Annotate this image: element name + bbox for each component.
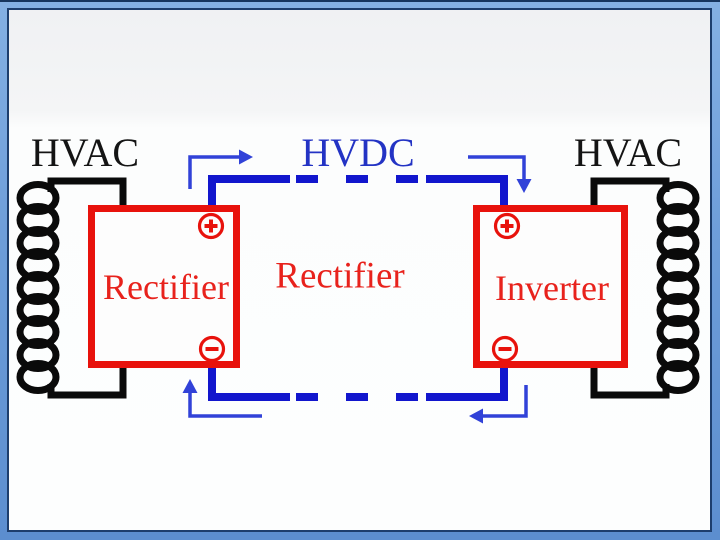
coil-loop (656, 181, 700, 215)
hvdc-label: HVDC (301, 130, 415, 175)
coil-loop (656, 226, 700, 260)
coil-loop (656, 293, 700, 327)
right-transformer-coil-icon (590, 177, 700, 399)
negative-terminal-icon (491, 335, 519, 363)
coil-loop (656, 271, 700, 305)
coil-loop (16, 203, 60, 237)
center-link-label: Rectifier (275, 255, 405, 297)
coil-loop (16, 338, 60, 372)
positive-terminal-icon (493, 212, 521, 240)
coil-loop (16, 315, 60, 349)
left-transformer-coil-icon (16, 177, 127, 399)
positive-terminal-icon (197, 212, 225, 240)
coil-loop (656, 315, 700, 349)
arrowhead-up (182, 379, 198, 393)
hvdc-line-top (208, 175, 508, 207)
coil-loop (656, 248, 700, 282)
coil-loop (656, 203, 700, 237)
coil-loop (16, 293, 60, 327)
negative-terminal-icon (198, 335, 226, 363)
left-ac-wire-top (47, 177, 127, 207)
arrowhead-down (516, 179, 532, 193)
flow-arrow-top-right-icon (468, 155, 532, 193)
coil-loop (16, 181, 60, 215)
flow-arrow-bottom-left-icon (182, 379, 262, 418)
inverter-label: Inverter (495, 268, 609, 308)
arrowhead-left (469, 408, 483, 424)
hvac-right-label: HVAC (573, 130, 683, 175)
hvdc-line-bottom (208, 364, 508, 401)
coil-loop (16, 226, 60, 260)
arrowhead-right (239, 149, 253, 165)
coil-loop (656, 338, 700, 372)
coil-loop (656, 360, 700, 394)
coil-loop (16, 248, 60, 282)
coil-loop (16, 271, 60, 305)
right-ac-wire-top (590, 177, 670, 207)
flow-arrow-top-left-icon (188, 149, 253, 189)
coil-loop (16, 360, 60, 394)
hvac-left-label: HVAC (30, 130, 140, 175)
rectifier-label: Rectifier (103, 267, 229, 307)
flow-arrow-bottom-right-icon (469, 385, 528, 424)
